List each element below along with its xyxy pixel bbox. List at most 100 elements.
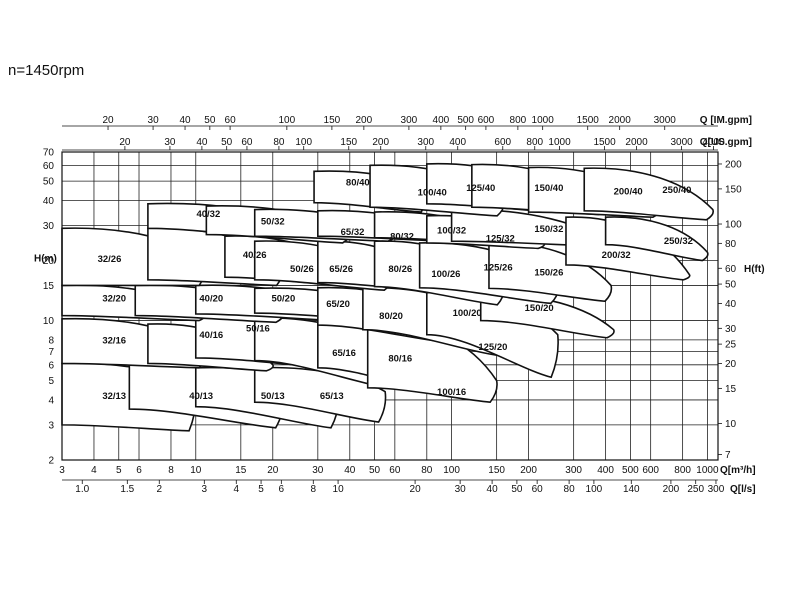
pump-label-40-26: 40/26: [243, 250, 267, 261]
pump-regions: [61, 162, 714, 432]
pump-label-50-20: 50/20: [271, 293, 295, 304]
q-ls-tick-label: 300: [708, 484, 725, 495]
q-us-tick-label: 40: [196, 137, 208, 148]
q-us-tick-label: 1000: [548, 137, 571, 148]
h-m-tick-label: 20: [43, 256, 55, 267]
q-m3h-tick-label: 150: [488, 465, 505, 476]
h-ft-tick-label: 150: [725, 184, 742, 195]
pump-label-100-32: 100/32: [437, 225, 466, 236]
h-ft-tick-label: 30: [725, 324, 737, 335]
pump-label-150-26: 150/26: [534, 268, 563, 279]
q-m3h-tick-label: 100: [443, 465, 460, 476]
q-ls-tick-label: 4: [233, 484, 239, 495]
h-ft-tick-label: 15: [725, 384, 737, 395]
pump-label-40-20: 40/20: [199, 293, 223, 304]
h-m-tick-label: 5: [48, 376, 54, 387]
q-ls-tick-label: 200: [663, 484, 680, 495]
q-m3h-tick-label: 400: [597, 465, 614, 476]
q-im-tick-label: 40: [179, 115, 191, 126]
h-m-tick-label: 40: [43, 196, 55, 207]
q-us-tick-label: 60: [241, 137, 253, 148]
q-im-tick-label: 60: [225, 115, 237, 126]
q-us-tick-label: 50: [221, 137, 233, 148]
pump-label-150-40: 150/40: [534, 183, 563, 194]
q-im-tick-label: 100: [279, 115, 296, 126]
q-ls-tick-label: 1.5: [120, 484, 134, 495]
h-m-tick-label: 6: [48, 360, 54, 371]
q-m3h-tick-label: 10: [190, 465, 202, 476]
q-m3h-tick-label: 60: [389, 465, 401, 476]
pump-label-32-13: 32/13: [102, 391, 126, 402]
pump-label-150-32: 150/32: [534, 224, 563, 235]
q-m3h-axis-label: Q[m³/h]: [720, 465, 756, 476]
pump-region-250-40: [583, 167, 714, 221]
q-im-tick-label: 3000: [654, 115, 677, 126]
q-ls-tick-label: 30: [455, 484, 467, 495]
pump-label-50-16: 50/16: [246, 323, 270, 334]
q-ls-axis-label: Q[l/s]: [730, 484, 756, 495]
q-ls-tick-label: 1.0: [75, 484, 89, 495]
q-im-axis-label: Q [IM.gpm]: [700, 115, 752, 126]
q-im-tick-label: 200: [356, 115, 373, 126]
h-m-tick-label: 2: [48, 456, 54, 467]
q-us-tick-label: 80: [273, 137, 285, 148]
q-us-tick-label: 3000: [670, 137, 693, 148]
pump-label-40-13: 40/13: [189, 391, 213, 402]
q-ls-tick-label: 60: [532, 484, 544, 495]
pump-label-80-20: 80/20: [379, 311, 403, 322]
q-ls-tick-label: 80: [564, 484, 576, 495]
q-m3h-tick-label: 15: [235, 465, 247, 476]
q-im-tick-label: 1500: [577, 115, 600, 126]
h-m-tick-label: 10: [43, 316, 55, 327]
q-ls-tick-label: 2: [156, 484, 162, 495]
h-ft-tick-label: 10: [725, 419, 737, 430]
pump-label-32-26: 32/26: [98, 254, 122, 265]
h-m-tick-label: 30: [43, 221, 55, 232]
q-us-tick-label: 600: [494, 137, 511, 148]
pump-label-65-16: 65/16: [332, 348, 356, 359]
q-us-tick-label: 100: [295, 137, 312, 148]
h-ft-tick-label: 7: [725, 450, 731, 461]
q-m3h-tick-label: 40: [344, 465, 356, 476]
pump-label-200-40: 200/40: [614, 187, 643, 198]
q-m3h-tick-label: 200: [520, 465, 537, 476]
pump-label-125-32: 125/32: [486, 233, 515, 244]
q-im-tick-label: 20: [102, 115, 114, 126]
q-ls-tick-label: 20: [410, 484, 422, 495]
q-im-tick-label: 300: [401, 115, 418, 126]
q-m3h-tick-label: 800: [674, 465, 691, 476]
h-ft-tick-label: 25: [725, 340, 737, 351]
q-ls-tick-label: 10: [333, 484, 345, 495]
q-us-tick-label: 30: [164, 137, 176, 148]
pump-label-65-13: 65/13: [320, 391, 344, 402]
pump-label-65-20: 65/20: [326, 299, 350, 310]
q-im-tick-label: 600: [478, 115, 495, 126]
pump-label-250-40: 250/40: [662, 185, 691, 196]
q-ls-tick-label: 50: [511, 484, 523, 495]
q-m3h-tick-label: 8: [168, 465, 174, 476]
pump-label-32-16: 32/16: [102, 335, 126, 346]
h-m-tick-label: 15: [43, 281, 55, 292]
q-ls-tick-label: 3: [202, 484, 208, 495]
h-ft-tick-label: 200: [725, 159, 742, 170]
q-m3h-tick-label: 6: [136, 465, 142, 476]
pump-label-50-13: 50/13: [261, 391, 285, 402]
q-im-tick-label: 400: [433, 115, 450, 126]
q-ls-tick-label: 100: [586, 484, 603, 495]
q-us-tick-label: 800: [526, 137, 543, 148]
q-im-tick-label: 2000: [609, 115, 632, 126]
q-us-tick-label: 300: [417, 137, 434, 148]
q-ls-tick-label: 5: [258, 484, 264, 495]
q-m3h-tick-label: 600: [642, 465, 659, 476]
h-ft-tick-label: 20: [725, 359, 737, 370]
q-ls-tick-label: 140: [623, 484, 640, 495]
pump-region-150-20: [479, 293, 615, 339]
q-m3h-tick-label: 30: [312, 465, 324, 476]
h-m-tick-label: 7: [48, 347, 54, 358]
q-us-axis-label: Q[US.gpm]: [700, 137, 752, 148]
q-us-tick-label: 150: [340, 137, 357, 148]
h-m-tick-label: 50: [43, 177, 55, 188]
